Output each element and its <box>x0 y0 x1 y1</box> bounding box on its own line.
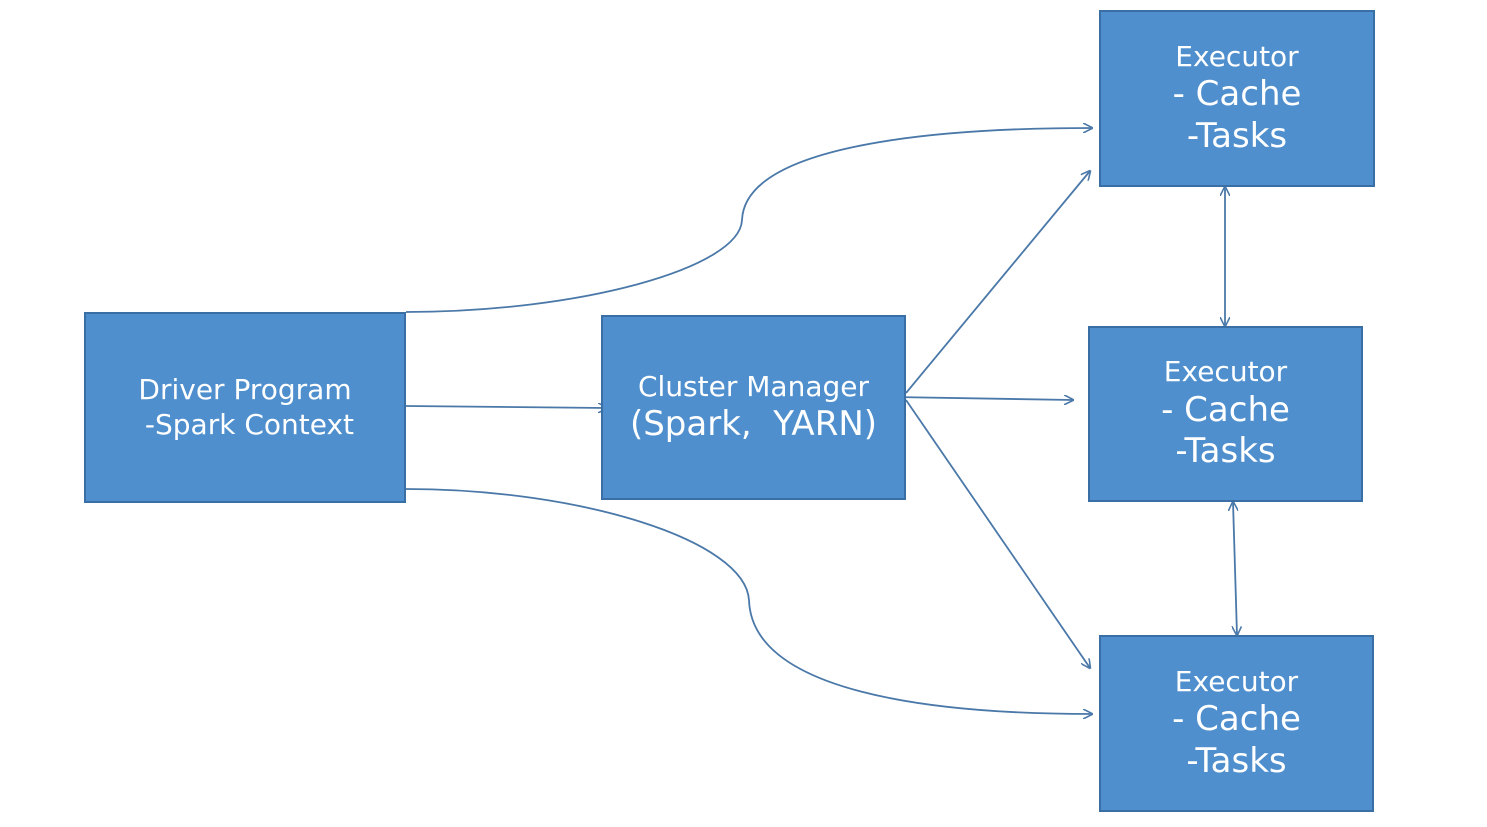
executor-cache: - Cache <box>1172 699 1301 740</box>
edge-manager-to-executor-2 <box>892 397 1073 400</box>
executor-tasks: -Tasks <box>1186 740 1287 781</box>
edge-driver-to-executor-1 <box>405 128 1092 313</box>
driver-program-node: Driver Program -Spark Context <box>84 312 406 503</box>
executor-node-3: Executor - Cache -Tasks <box>1099 635 1374 812</box>
executor-tasks: -Tasks <box>1186 115 1288 156</box>
manager-subtitle: (Spark, YARN) <box>629 403 878 444</box>
edge-executor-2-executor-3 <box>1233 502 1237 635</box>
executor-title: Executor <box>1175 39 1299 73</box>
driver-title: Driver Program <box>138 373 352 407</box>
edge-driver-to-manager <box>405 406 607 408</box>
executor-cache: - Cache <box>1161 389 1290 430</box>
manager-title: Cluster Manager <box>637 369 869 403</box>
edge-manager-to-executor-3 <box>905 399 1090 668</box>
edge-manager-to-executor-1 <box>905 171 1090 394</box>
executor-cache: - Cache <box>1172 74 1302 115</box>
executor-tasks: -Tasks <box>1175 431 1276 472</box>
executor-title: Executor <box>1163 355 1288 389</box>
edge-driver-to-executor-3 <box>405 488 1092 714</box>
executor-node-2: Executor - Cache -Tasks <box>1088 326 1363 502</box>
executor-node-1: Executor - Cache -Tasks <box>1099 10 1375 187</box>
executor-title: Executor <box>1174 664 1299 698</box>
cluster-manager-node: Cluster Manager (Spark, YARN) <box>601 315 906 500</box>
driver-subtitle: -Spark Context <box>135 407 355 441</box>
